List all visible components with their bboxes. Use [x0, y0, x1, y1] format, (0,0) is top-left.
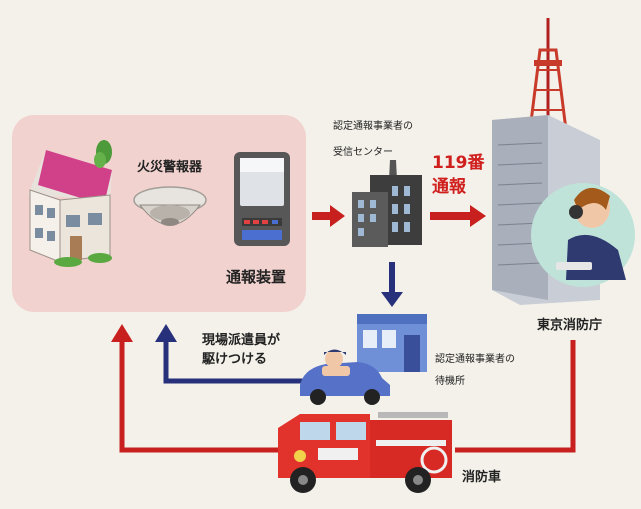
- receiving-center-label: 認定通報事業者の 受信センター: [333, 121, 413, 158]
- arrow-to-fire-dept: [430, 205, 486, 227]
- fire-engine-label: 消防車: [462, 470, 502, 485]
- fire-engine-illustration: [278, 412, 452, 493]
- receiving-center-illustration: [352, 160, 422, 247]
- notification-device-label: 通報装置: [226, 268, 287, 286]
- tokyo-fire-dept-label: 東京消防庁: [537, 318, 603, 333]
- fire-response-arrow: [119, 340, 576, 453]
- dispatch-arrowhead: [155, 324, 177, 342]
- fire-alarm-label: 火災警報器: [137, 160, 203, 175]
- operator-illustration: [531, 183, 635, 287]
- fire-response-arrowhead: [111, 324, 133, 342]
- dispatch-arrow: [163, 340, 310, 384]
- waiting-station-label: 認定通報事業者の 待機所: [435, 354, 515, 387]
- notification-device-illustration: [234, 152, 290, 246]
- arrow-to-center: [312, 205, 345, 227]
- fire-alarm-illustration: [133, 186, 207, 226]
- call-action-label: 通報: [432, 177, 466, 197]
- waiting-station-illustration: [357, 314, 427, 372]
- fire-dept-tower-illustration: [528, 18, 568, 132]
- patrol-car-illustration: [300, 349, 390, 405]
- house-illustration: [28, 140, 112, 267]
- call-number-label: 119番: [432, 153, 485, 173]
- arrow-to-waiting-station: [381, 262, 403, 307]
- dispatched-staff-label: 現場派遣員が 駆けつける: [202, 333, 281, 367]
